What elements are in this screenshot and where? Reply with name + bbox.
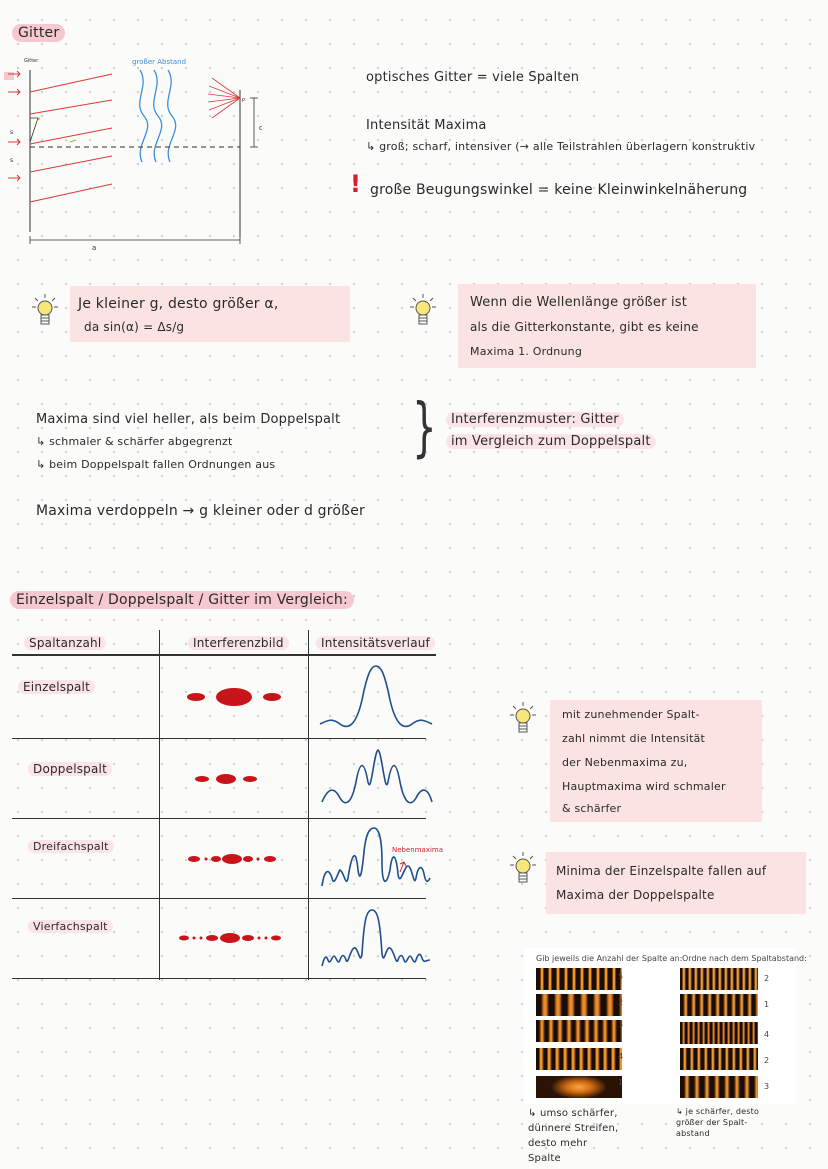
table-row-label: Doppelspalt xyxy=(28,762,112,776)
compare-line1: Maxima sind viel heller, als beim Doppel… xyxy=(36,412,341,427)
table-row-rule xyxy=(12,898,426,899)
curve-single-slit xyxy=(319,665,433,728)
compare-line4: Maxima verdoppeln → g kleiner oder d grö… xyxy=(36,503,365,519)
fringe-pattern-image xyxy=(680,1076,758,1098)
pattern-single-slit xyxy=(187,688,281,706)
exercise-left-note: ↳ umso schärfer, dünnere Streifen, desto… xyxy=(528,1108,619,1164)
answer-number: 2 xyxy=(764,974,770,983)
table-row-label: Vierfachspalt xyxy=(28,920,113,933)
answer-number: 2 xyxy=(764,1056,770,1065)
fringe-pattern-image xyxy=(536,968,622,990)
pattern-double-slit xyxy=(195,774,257,784)
fringe-pattern-image xyxy=(680,1048,758,1070)
svg-text:s: s xyxy=(10,129,13,136)
tip3-line: & schärfer xyxy=(562,802,622,815)
pattern-quadruple-slit xyxy=(179,933,281,943)
compare-side2: im Vergleich zum Doppelspalt xyxy=(446,434,656,449)
compare-side1: Interferenzmuster: Gitter xyxy=(446,412,624,427)
answer-number: 3 xyxy=(764,1082,770,1091)
table-col-rule xyxy=(308,630,309,980)
table-row-rule xyxy=(12,818,426,819)
svg-text:s: s xyxy=(10,157,13,164)
fringe-pattern-image xyxy=(536,994,622,1016)
annotation-secondary-maxima: Nebenmaxima xyxy=(392,846,444,854)
curve-double-slit xyxy=(321,749,433,804)
answer-number: 1 xyxy=(764,1000,770,1009)
exercise-right-note: ↳ je schärfer, desto größer der Spalt- a… xyxy=(676,1107,760,1138)
curve-quadruple-slit xyxy=(321,909,431,967)
lightbulb-icon xyxy=(510,852,536,883)
wall-label: Gitter xyxy=(24,58,39,64)
tip2-line1: Wenn die Wellenlänge größer ist xyxy=(470,295,688,310)
note-large-angles: große Beugungswinkel = keine Kleinwinkel… xyxy=(370,182,748,198)
note-intensity-maxima: Intensität Maxima xyxy=(366,118,487,133)
svg-text:d: d xyxy=(259,124,262,132)
exercise-left-title: Gib jeweils die Anzahl der Spalte an: xyxy=(536,954,683,963)
tip-box-1 xyxy=(70,286,350,342)
exercise-right-title: Ordne nach dem Spaltabstand: xyxy=(682,954,807,963)
note-optical-grating: optisches Gitter = viele Spalten xyxy=(366,70,580,85)
tip-box-3 xyxy=(550,700,762,822)
fringe-pattern-image xyxy=(680,1022,758,1044)
warning-mark: ! xyxy=(350,170,361,198)
lightbulb-icon xyxy=(410,294,436,325)
answer-number: 3 xyxy=(618,1020,624,1029)
wave-label: großer Abstand xyxy=(132,58,186,66)
svg-text:a: a xyxy=(92,244,96,252)
tip3-line: zahl nimmt die Intensität xyxy=(562,732,706,745)
section-title: Einzelspalt / Doppelspalt / Gitter im Ve… xyxy=(10,591,354,609)
tip1-line1: Je kleiner g, desto größer α, xyxy=(78,296,279,312)
table-header: Spaltanzahl xyxy=(24,636,107,650)
tip2-line3: Maxima 1. Ordnung xyxy=(470,345,583,358)
fringe-pattern-image xyxy=(536,1048,622,1070)
pattern-triple-slit xyxy=(188,854,276,864)
answer-number: 5 xyxy=(618,972,624,981)
tip3-line: mit zunehmender Spalt- xyxy=(562,708,700,721)
tip4-line2: Maxima der Doppelspalte xyxy=(556,888,715,902)
table-row-label: Dreifachspalt xyxy=(28,840,114,853)
answer-number: 1 xyxy=(618,1078,624,1087)
fringe-pattern-image xyxy=(680,968,758,990)
table-header: Interferenzbild xyxy=(188,636,289,650)
table-col-rule xyxy=(159,630,160,980)
answer-number: 2 xyxy=(618,998,624,1007)
answer-number: 4 xyxy=(764,1030,770,1039)
curve-triple-slit xyxy=(321,827,431,887)
tip3-line: der Nebenmaxima zu, xyxy=(562,756,688,769)
table-header: Intensitätsverlauf xyxy=(316,636,435,650)
fringe-pattern-image xyxy=(680,994,758,1016)
note-intensity-detail: ↳ groß; scharf, intensiver (→ alle Teils… xyxy=(366,140,756,153)
svg-text:P: P xyxy=(242,98,245,104)
curly-brace: } xyxy=(412,391,437,465)
tip-box-2 xyxy=(458,284,756,368)
table-header-rule xyxy=(12,654,436,656)
fringe-pattern-image xyxy=(536,1076,622,1098)
table-row-rule xyxy=(12,738,426,739)
page-title: Gitter xyxy=(12,24,66,42)
fringe-pattern-image xyxy=(536,1020,622,1042)
tip4-line1: Minima der Einzelspalte fallen auf xyxy=(556,864,767,878)
compare-line3: ↳ beim Doppelspalt fallen Ordnungen aus xyxy=(36,458,276,471)
compare-line2: ↳ schmaler & schärfer abgegrenzt xyxy=(36,435,233,448)
tip2-line2: als die Gitterkonstante, gibt es keine xyxy=(470,320,699,334)
answer-number: 4 xyxy=(618,1052,624,1061)
table-row-label: Einzelspalt xyxy=(18,680,95,694)
tip-box-4 xyxy=(546,852,806,914)
lightbulb-icon xyxy=(32,294,58,325)
grating-diagram: Gitter großer Abstand d P xyxy=(4,58,262,252)
table-row-rule xyxy=(12,978,426,979)
tip1-line2: da sin(α) = Δs/g xyxy=(84,320,185,334)
lightbulb-icon xyxy=(510,702,536,733)
tip3-line: Hauptmaxima wird schmaler xyxy=(562,780,726,793)
